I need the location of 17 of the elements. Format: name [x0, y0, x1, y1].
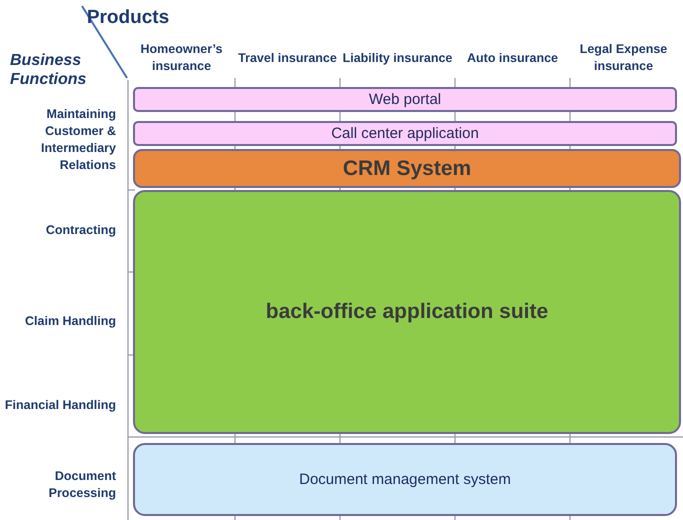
row-header: Contracting [44, 222, 116, 239]
row-header: Document Processing [48, 468, 116, 502]
column-header: Liability insurance [342, 50, 454, 67]
application-box: Web portal [133, 87, 677, 112]
application-box: Call center application [133, 121, 677, 146]
axis-title: Business Functions [10, 50, 88, 90]
row-header: Claim Handling [24, 312, 116, 330]
row-header: Financial Handling [4, 396, 116, 414]
axis-title: Products [86, 6, 170, 30]
application-box: back-office application suite [133, 190, 681, 434]
application-box: CRM System [133, 149, 681, 188]
column-header: Legal Expense insurance [578, 41, 668, 75]
column-header: Homeowner’s insurance [140, 41, 224, 75]
column-header: Travel insurance [237, 50, 338, 67]
application-box: Document management system [133, 443, 677, 516]
column-header: Auto insurance [466, 50, 559, 67]
row-header: Maintaining Customer & Intermediary Relations [40, 106, 116, 174]
